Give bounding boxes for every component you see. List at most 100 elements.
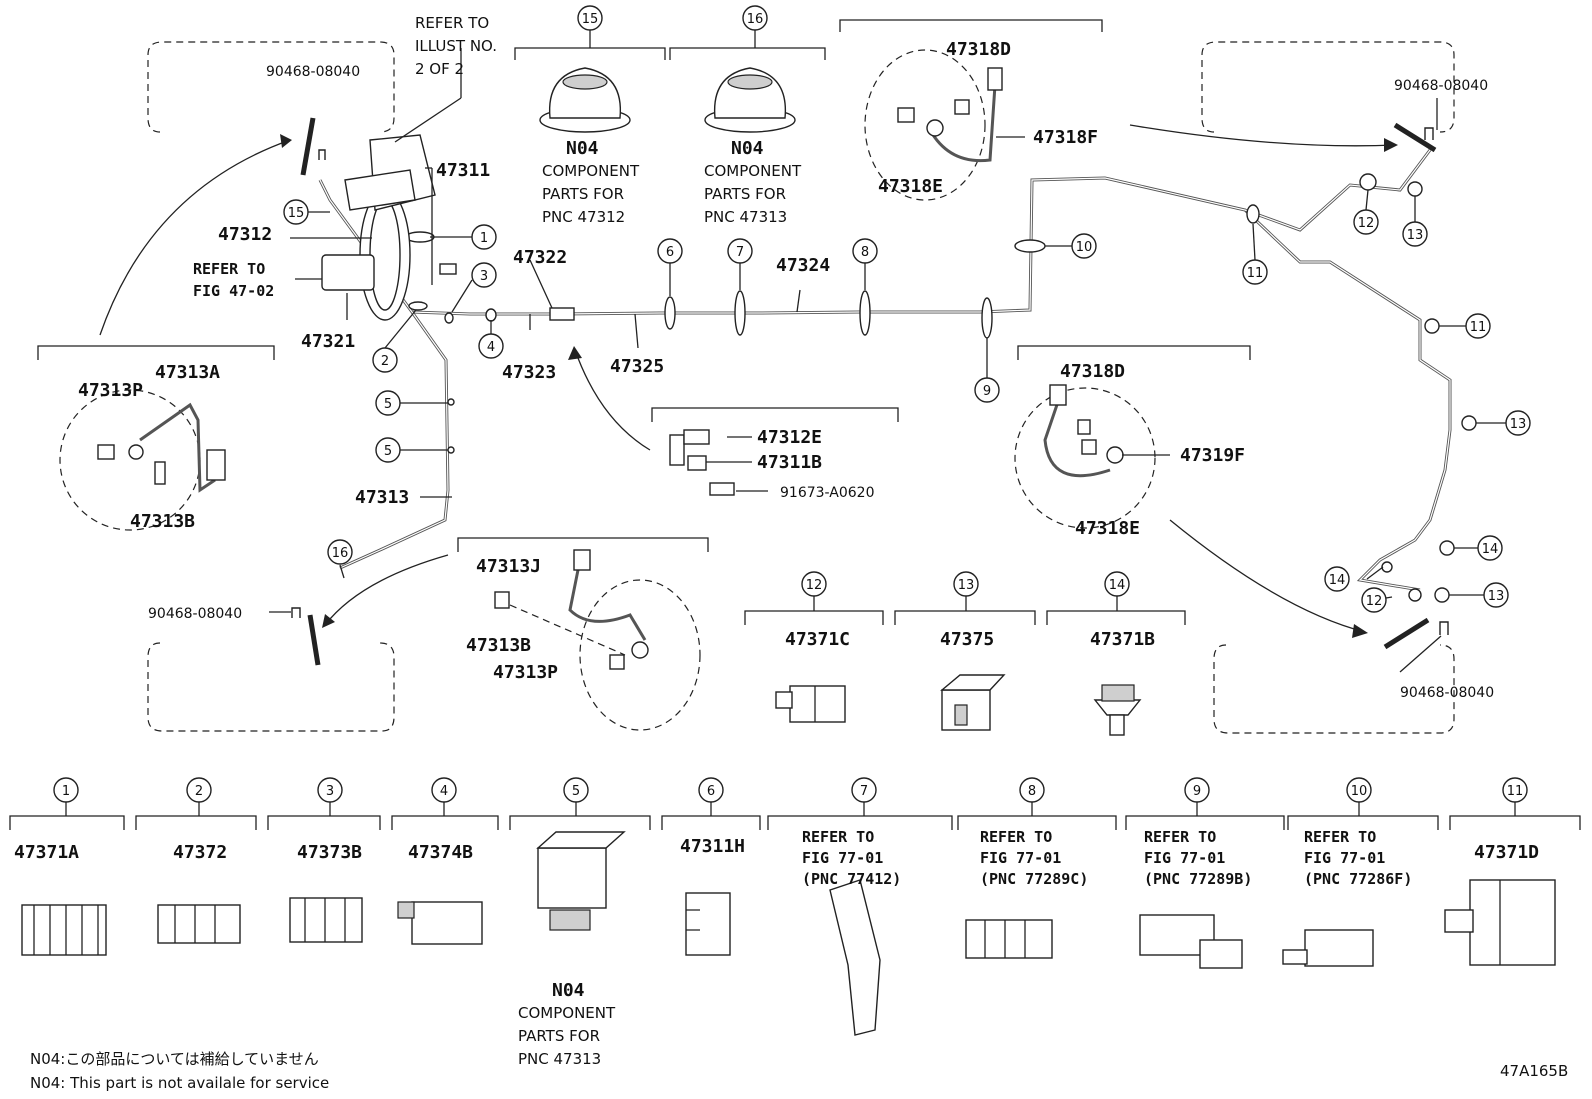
svg-text:11: 11 bbox=[1507, 784, 1524, 799]
callout-8: 8 bbox=[852, 238, 878, 264]
comp5-line1: COMPONENT bbox=[518, 1004, 616, 1022]
svg-text:13: 13 bbox=[1488, 589, 1505, 604]
ref8-line3: (PNC 77289C) bbox=[980, 870, 1088, 888]
label-47312: 47312 bbox=[218, 224, 272, 245]
callout-10: 10 bbox=[1071, 233, 1097, 259]
ref8-line1: REFER TO bbox=[980, 828, 1052, 846]
clip-47374B-icon bbox=[397, 901, 483, 945]
callout-5a: 5 bbox=[375, 390, 401, 416]
rear-right-hose-47319F bbox=[1014, 384, 1156, 529]
master-cylinder-assembly bbox=[321, 134, 457, 321]
ref10-line3: (PNC 77286F) bbox=[1304, 870, 1412, 888]
comp15-line1: COMPONENT bbox=[542, 162, 640, 180]
clip-ref77286F-icon bbox=[1282, 929, 1374, 967]
label-47313B-b: 47313B bbox=[466, 635, 531, 656]
n04-5: N04 bbox=[552, 980, 585, 1001]
context-box-front-right bbox=[1201, 41, 1455, 133]
callout-7: 7 bbox=[727, 238, 753, 264]
svg-text:14: 14 bbox=[1482, 542, 1499, 557]
callout-3: 3 bbox=[471, 262, 497, 288]
callout-4: 4 bbox=[478, 333, 504, 359]
svg-text:11: 11 bbox=[1470, 320, 1487, 335]
comp15-line2: PARTS FOR bbox=[542, 185, 624, 203]
refer-fig4702-line2: FIG 47-02 bbox=[193, 282, 274, 300]
svg-text:2: 2 bbox=[195, 784, 203, 799]
label-47313P-b: 47313P bbox=[493, 662, 558, 683]
callout-2-legend: 2 bbox=[186, 777, 212, 803]
clip-47371D-icon bbox=[1444, 879, 1556, 966]
svg-text:14: 14 bbox=[1109, 578, 1126, 593]
refer-fig4702-line1: REFER TO bbox=[193, 260, 265, 278]
callout-1-legend: 1 bbox=[53, 777, 79, 803]
callout-9-legend: 9 bbox=[1184, 777, 1210, 803]
callout-12b: 12 bbox=[1361, 587, 1387, 613]
ref7-line1: REFER TO bbox=[802, 828, 874, 846]
svg-text:10: 10 bbox=[1076, 240, 1093, 255]
ref9-line2: FIG 77-01 bbox=[1144, 849, 1225, 867]
label-47371C: 47371C bbox=[785, 629, 850, 650]
svg-text:5: 5 bbox=[384, 397, 392, 412]
callout-12-legend: 12 bbox=[801, 571, 827, 597]
svg-text:4: 4 bbox=[440, 784, 448, 799]
group-brackets bbox=[9, 19, 1581, 830]
clip-47371B-icon bbox=[1093, 684, 1142, 736]
clip-47373B-icon bbox=[289, 897, 363, 943]
ref7-line3: (PNC 77412) bbox=[802, 870, 901, 888]
svg-text:9: 9 bbox=[983, 384, 991, 399]
label-47375: 47375 bbox=[940, 629, 994, 650]
callout-15-top: 15 bbox=[577, 5, 603, 31]
callout-13b: 13 bbox=[1505, 410, 1531, 436]
label-47324: 47324 bbox=[776, 255, 830, 276]
callout-16-top: 16 bbox=[742, 5, 768, 31]
ref9-line3: (PNC 77289B) bbox=[1144, 870, 1252, 888]
callout-11b: 11 bbox=[1465, 313, 1491, 339]
label-47371D: 47371D bbox=[1474, 842, 1539, 863]
svg-text:3: 3 bbox=[326, 784, 334, 799]
label-90468-a: 90468-08040 bbox=[266, 64, 360, 80]
svg-text:13: 13 bbox=[1407, 228, 1424, 243]
svg-text:15: 15 bbox=[288, 206, 305, 221]
label-91673: 91673-A0620 bbox=[780, 485, 875, 501]
svg-text:11: 11 bbox=[1247, 266, 1264, 281]
callout-16: 16 bbox=[327, 539, 353, 565]
svg-text:15: 15 bbox=[582, 12, 599, 27]
label-47318E-b: 47318E bbox=[1075, 518, 1140, 539]
callout-14b: 14 bbox=[1324, 566, 1350, 592]
callout-1: 1 bbox=[471, 224, 497, 250]
refer-illust-line2: ILLUST NO. bbox=[415, 37, 497, 55]
label-47318D-b: 47318D bbox=[1060, 361, 1125, 382]
rear-left-hose-47313J bbox=[494, 549, 701, 731]
front-right-hose-47318F bbox=[864, 49, 1003, 201]
callout-14-legend: 14 bbox=[1104, 571, 1130, 597]
label-47321: 47321 bbox=[301, 331, 355, 352]
context-box-front-left bbox=[147, 41, 395, 133]
leader-lines bbox=[269, 48, 1506, 673]
svg-text:8: 8 bbox=[861, 245, 869, 260]
context-box-rear-right bbox=[1213, 644, 1455, 734]
svg-text:4: 4 bbox=[487, 340, 495, 355]
label-90468-b: 90468-08040 bbox=[1394, 78, 1488, 94]
label-47313B-a: 47313B bbox=[130, 511, 195, 532]
refer-illust-line3: 2 OF 2 bbox=[415, 60, 464, 78]
label-47311H: 47311H bbox=[680, 836, 745, 857]
callout-5b: 5 bbox=[375, 437, 401, 463]
callout-13-legend: 13 bbox=[953, 571, 979, 597]
n04-15: N04 bbox=[566, 138, 599, 159]
label-47372: 47372 bbox=[173, 842, 227, 863]
clip-47371C-icon bbox=[775, 685, 846, 723]
callout-8-legend: 8 bbox=[1019, 777, 1045, 803]
callout-4-legend: 4 bbox=[431, 777, 457, 803]
label-47318E-a: 47318E bbox=[878, 176, 943, 197]
svg-text:7: 7 bbox=[860, 784, 868, 799]
callout-3-legend: 3 bbox=[317, 777, 343, 803]
label-47322: 47322 bbox=[513, 247, 567, 268]
svg-text:7: 7 bbox=[736, 245, 744, 260]
label-90468-c: 90468-08040 bbox=[148, 606, 242, 622]
ref10-line1: REFER TO bbox=[1304, 828, 1376, 846]
comp5-line2: PARTS FOR bbox=[518, 1027, 600, 1045]
callout-12a: 12 bbox=[1353, 209, 1379, 235]
callout-6: 6 bbox=[657, 238, 683, 264]
clip-ref77289B-icon bbox=[1139, 914, 1243, 969]
comp16-line3: PNC 47313 bbox=[704, 208, 787, 226]
